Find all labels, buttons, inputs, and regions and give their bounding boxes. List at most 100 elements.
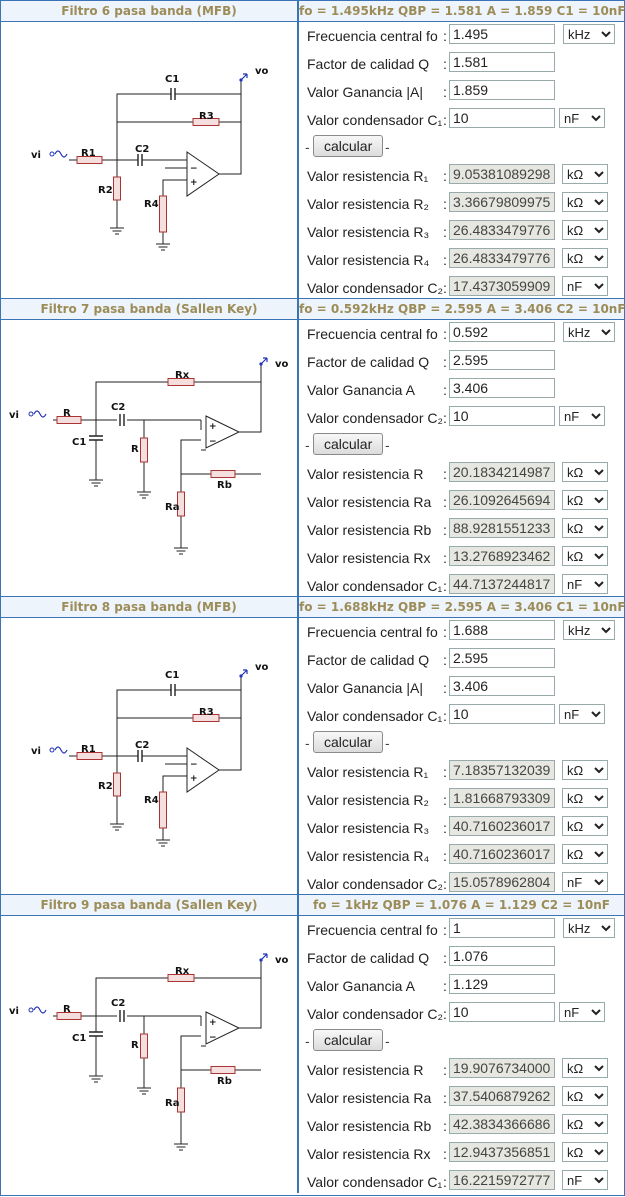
unit-select[interactable]: kHz: [563, 620, 615, 640]
param-input[interactable]: [449, 80, 555, 100]
result-field[interactable]: [449, 1142, 555, 1162]
input-row: Valor Ganancia A :: [299, 972, 624, 1000]
unit-select[interactable]: kΩ: [562, 1114, 608, 1134]
svg-text:−: −: [190, 164, 198, 174]
label-ra: Ra: [165, 502, 179, 513]
unit-select[interactable]: kΩ: [562, 462, 608, 482]
unit-select[interactable]: kΩ: [562, 1086, 608, 1106]
unit-select[interactable]: nF: [562, 276, 608, 296]
result-field[interactable]: [449, 192, 555, 212]
unit-select[interactable]: kΩ: [562, 248, 608, 268]
param-input[interactable]: [449, 1002, 555, 1022]
param-input[interactable]: [449, 918, 555, 938]
result-field[interactable]: [449, 276, 555, 296]
output-row: Valor condensador C₂ : nF: [299, 870, 624, 898]
result-field[interactable]: [449, 788, 555, 808]
param-input[interactable]: [449, 322, 555, 342]
result-field[interactable]: [449, 518, 555, 538]
param-input[interactable]: [449, 676, 555, 696]
result-field[interactable]: [449, 760, 555, 780]
unit-select[interactable]: nF: [562, 1170, 608, 1190]
label-r2: R2: [98, 185, 113, 196]
result-field[interactable]: [449, 248, 555, 268]
svg-text:−: −: [209, 437, 217, 447]
result-field[interactable]: [449, 220, 555, 240]
input-row: Frecuencia central fo : kHz: [299, 916, 624, 944]
filter-summary: fo = 1kHz QBP = 1.076 A = 1.129 C2 = 10n…: [313, 898, 610, 912]
svg-text:−: −: [190, 760, 198, 770]
result-field[interactable]: [449, 574, 555, 594]
result-field[interactable]: [449, 462, 555, 482]
unit-select[interactable]: kΩ: [562, 518, 608, 538]
param-input[interactable]: [449, 974, 555, 994]
input-label: Frecuencia central fo: [307, 28, 438, 44]
unit-select[interactable]: kΩ: [562, 220, 608, 240]
param-input[interactable]: [449, 52, 555, 72]
output-row: Valor condensador C₁ : nF: [299, 1168, 624, 1196]
unit-select[interactable]: kΩ: [562, 546, 608, 566]
param-input[interactable]: [449, 24, 555, 44]
result-field[interactable]: [449, 1114, 555, 1134]
unit-select[interactable]: nF: [562, 574, 608, 594]
param-input[interactable]: [449, 648, 555, 668]
result-field[interactable]: [449, 872, 555, 892]
unit-select[interactable]: nF: [559, 108, 605, 128]
param-input[interactable]: [449, 350, 555, 370]
result-field[interactable]: [449, 1058, 555, 1078]
unit-select[interactable]: kΩ: [562, 760, 608, 780]
unit-select[interactable]: kΩ: [562, 1142, 608, 1162]
label-c1: C1: [165, 670, 179, 681]
result-field[interactable]: [449, 546, 555, 566]
unit-select[interactable]: kHz: [563, 24, 615, 44]
param-input[interactable]: [449, 620, 555, 640]
param-input[interactable]: [449, 704, 555, 724]
output-row: Valor resistencia R₂ : kΩ: [299, 786, 624, 814]
unit-select[interactable]: kHz: [563, 322, 615, 342]
unit-select[interactable]: kΩ: [562, 844, 608, 864]
label-rb: Rb: [217, 480, 232, 491]
calculate-button[interactable]: calcular: [313, 731, 384, 753]
input-label: Valor condensador C₂: [307, 410, 443, 426]
result-field[interactable]: [449, 490, 555, 510]
calc-row: - calcular -: [299, 730, 624, 758]
unit-select[interactable]: kΩ: [562, 164, 608, 184]
unit-select[interactable]: kΩ: [562, 490, 608, 510]
result-field[interactable]: [449, 164, 555, 184]
unit-select[interactable]: kHz: [563, 918, 615, 938]
label-r: R: [63, 408, 71, 419]
filter-section: Filtro 8 pasa banda (MFB) fo = 1.688kHz …: [1, 597, 625, 898]
label-rx: Rx: [175, 966, 190, 977]
result-field[interactable]: [449, 844, 555, 864]
param-input[interactable]: [449, 406, 555, 426]
calculate-button[interactable]: calcular: [313, 1029, 384, 1051]
param-input[interactable]: [449, 946, 555, 966]
param-input[interactable]: [449, 108, 555, 128]
unit-select[interactable]: nF: [559, 704, 605, 724]
unit-select[interactable]: kΩ: [562, 192, 608, 212]
label-r: R: [63, 1004, 71, 1015]
result-field[interactable]: [449, 816, 555, 836]
unit-select[interactable]: nF: [559, 1002, 605, 1022]
filter-section: Filtro 7 pasa banda (Sallen Key) fo = 0.…: [1, 299, 625, 597]
unit-select[interactable]: kΩ: [562, 788, 608, 808]
result-field[interactable]: [449, 1086, 555, 1106]
unit-select[interactable]: nF: [559, 406, 605, 426]
output-row: Valor resistencia R₁ : kΩ: [299, 758, 624, 786]
input-row: Factor de calidad Q :: [299, 50, 624, 78]
unit-select[interactable]: nF: [562, 872, 608, 892]
unit-select[interactable]: kΩ: [562, 816, 608, 836]
param-input[interactable]: [449, 378, 555, 398]
unit-select[interactable]: kΩ: [562, 1058, 608, 1078]
input-row: Factor de calidad Q :: [299, 348, 624, 376]
calculate-button[interactable]: calcular: [313, 433, 384, 455]
calculate-button[interactable]: calcular: [313, 135, 384, 157]
result-field[interactable]: [449, 1170, 555, 1190]
section-header: Filtro 9 pasa banda (Sallen Key) fo = 1k…: [1, 895, 624, 916]
output-row: Valor resistencia Rb : kΩ: [299, 1112, 624, 1140]
output-label: Valor resistencia Ra: [307, 1090, 432, 1106]
section-header: Filtro 6 pasa banda (MFB) fo = 1.495kHz …: [1, 1, 625, 22]
